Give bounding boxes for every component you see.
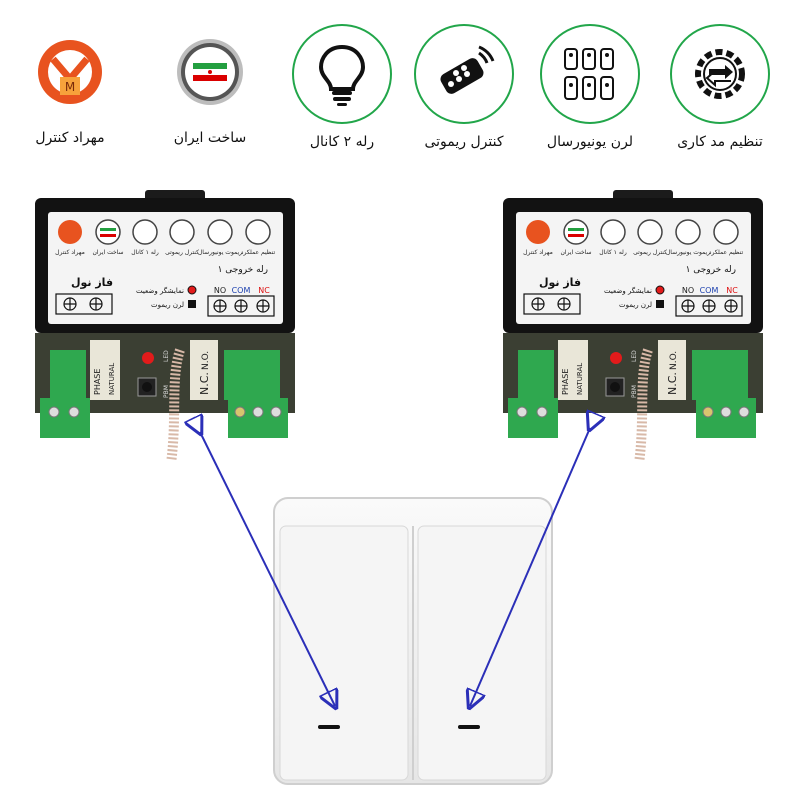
nc-label: NC [726,286,738,295]
com-label: COM [700,286,719,295]
feature-mehrad-control: M مهراد کنترل [10,24,130,146]
output-terminal-box [675,295,743,317]
mini-label: مهراد کنترل [523,249,553,256]
feature-made-in-iran: ساخت ایران [150,24,270,146]
phase-neutral-label: فاز نول [539,276,581,289]
mini-label: مهراد کنترل [55,249,85,256]
pcb-silkscreen [658,340,686,400]
pcb-natural-label: NATURAL [576,363,584,395]
output-terminal-box [207,295,275,317]
feature-label: ساخت ایران [173,130,247,146]
no-label: NO [682,286,694,295]
status-led-label: نمایشگر وضعیت [136,286,184,295]
terminal-screw-icons [531,297,571,311]
pcb-nc-label: N.C. [198,372,211,395]
feature-universal-learn: لرن یونیورسال [530,24,650,150]
status-led-label: نمایشگر وضعیت [604,286,652,295]
right-indicator-line [458,725,480,729]
learn-remote-label: لرن ریموت [151,301,184,309]
pcb-nc-label: N.C. [666,372,679,395]
output-terminal-block [696,398,756,438]
mini-label: ساخت ایران [560,249,591,256]
learn-remote-label: لرن ریموت [619,301,652,309]
switch-right-button[interactable] [417,525,547,781]
universal-remotes-icon [564,48,614,100]
pcb-pbm-label: PBM [163,385,170,398]
pcb-silkscreen [90,340,120,400]
switch-left-button[interactable] [279,525,409,781]
feature-label: رله ۲ کانال [309,134,375,150]
pcb-led-icon [610,352,622,364]
input-terminal-block [518,350,554,400]
pcb-silkscreen [558,340,588,400]
status-led-icon [187,285,197,295]
left-indicator-line [318,725,340,729]
mehrad-logo-icon: M [22,24,118,120]
pcb-led-icon [142,352,154,364]
relay-output-label: رله خروجی ۱ [218,265,268,275]
relay-output-label: رله خروجی ۱ [686,265,736,275]
mini-icons [526,219,739,245]
input-terminal-box [55,293,113,315]
mini-label: ریموت یونیورسال [666,249,710,256]
phase-neutral-label: فاز نول [71,276,113,289]
wireless-wall-switch [272,496,554,786]
relay-module-left: مهراد کنترل ساخت ایران رله ۱ کانال کنترل… [30,190,300,471]
terminal-screw-icons [213,299,270,313]
feature-label: مهراد کنترل [35,130,105,146]
pcb-natural-label: NATURAL [108,363,116,395]
relay-module-right: مهراد کنترل ساخت ایران رله ۱ کانال کنترل… [498,190,768,471]
mini-label: ساخت ایران [92,249,123,256]
mini-label: تنظیم عملکرد [241,249,276,256]
nc-label: NC [258,286,270,295]
pcb-led-label: LED [163,350,170,362]
gear-arrows-icon [695,49,745,99]
made-in-iran-seal-icon [162,24,258,120]
output-terminal-block [228,398,288,438]
input-terminal-block [508,398,558,438]
mini-label: رله ۱ کانال [131,249,159,256]
pcb-silkscreen [190,340,218,400]
pcb-no-label: N.O. [201,351,211,370]
feature-label: لرن یونیورسال [546,134,634,150]
feature-circle [540,24,640,124]
terminal-screw-icons [63,297,103,311]
input-terminal-block [40,398,90,438]
no-label: NO [214,286,226,295]
pcb-led-label: LED [631,350,638,362]
output-terminal-block [224,350,280,400]
com-label: COM [232,286,251,295]
learn-button-icon [656,300,664,308]
learn-button-icon [188,300,196,308]
antenna-coil [633,348,653,471]
status-led-icon [655,285,665,295]
pcb-phase-label: PHASE [93,369,102,395]
terminal-screw-icons [681,299,738,313]
remote-control-icon [440,45,495,94]
feature-work-mode: تنظیم مد کاری [660,24,780,150]
feature-circle [292,24,392,124]
feature-remote-control: کنترل ریموتی [404,24,524,150]
feature-label: کنترل ریموتی [424,134,504,150]
mini-label: ریموت یونیورسال [198,249,242,256]
input-terminal-box [523,293,581,315]
svg-text:M: M [65,80,75,94]
mini-icons [58,219,271,245]
mini-label: کنترل ریموتی [633,249,667,256]
pcb-pbm-label: PBM [631,385,638,398]
input-terminal-block [50,350,86,400]
output-terminal-block [692,350,748,400]
mini-label: تنظیم عملکرد [709,249,744,256]
feature-label: تنظیم مد کاری [677,134,763,150]
mini-label: کنترل ریموتی [165,249,199,256]
light-bulb-icon [318,44,366,106]
feature-circle [414,24,514,124]
pcb-phase-label: PHASE [561,369,570,395]
antenna-coil [165,348,185,471]
mini-label: رله ۱ کانال [599,249,627,256]
pcb-no-label: N.O. [669,351,679,370]
feature-circle [670,24,770,124]
feature-relay-2-channel: رله ۲ کانال [282,24,402,150]
